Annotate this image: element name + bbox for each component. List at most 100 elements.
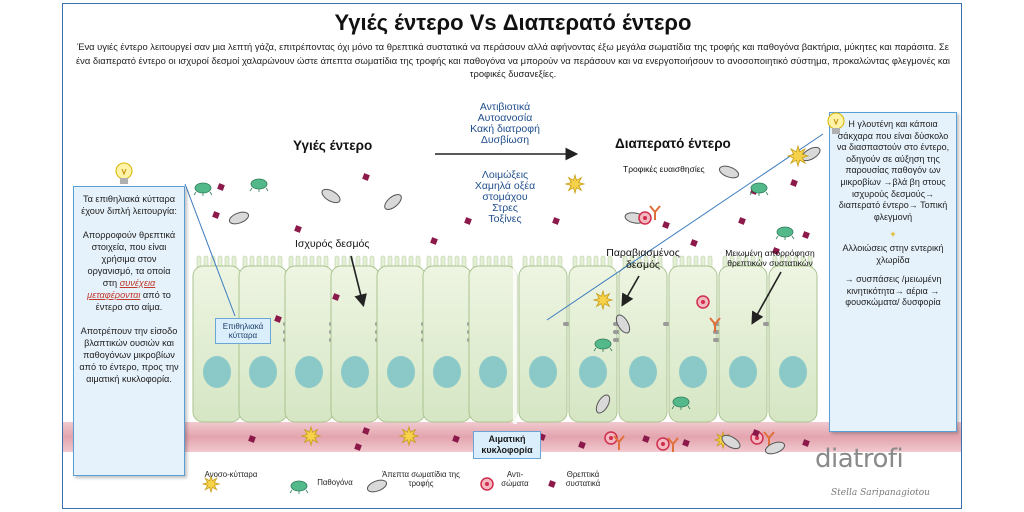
author-signature: Stella Saripanagiotou (831, 488, 930, 498)
undigested-food-particle (718, 165, 740, 179)
pathogen (194, 182, 212, 194)
immune-cell (201, 474, 221, 494)
undigested-food-particle (721, 434, 741, 450)
legend-undigested-label: Άπεπτα σωματίδια της τροφής (382, 470, 460, 488)
pathogen (750, 182, 768, 194)
absorption-pointer (751, 271, 782, 325)
immune-cell (398, 425, 420, 447)
legend-nutrients-label: Θρεπτικά συστατικά (565, 470, 601, 488)
undigested-food-particle (764, 441, 786, 455)
lightbulb-icon (115, 162, 133, 184)
intro-text: Ένα υγιές έντερο λειτουργεί σαν μια λεπτ… (76, 41, 950, 79)
epithelial-cell (518, 255, 575, 423)
epithelial-cells-tag: Επιθηλιακά κύτταρα (215, 318, 271, 344)
plus-sign: + (890, 229, 896, 240)
healthy-gut-label: Υγιές έντερο (293, 138, 373, 153)
undigested-food-particle (366, 479, 388, 493)
cell-nucleus (203, 356, 231, 388)
nutrient-particle (362, 173, 370, 181)
antibody (763, 431, 775, 446)
pathogen (776, 226, 794, 238)
left-info-panel: Τα επιθηλιακά κύτταρα έχουν διπλή λειτου… (73, 186, 185, 476)
cell-nucleus (479, 356, 507, 388)
blood-circulation-label: Αιματική κυκλοφορία (473, 431, 541, 459)
causes-bottom: Λοιμώξεις Χαμηλά οξέα στομάχου Στρες Τοξ… (465, 170, 545, 225)
causes-top: Αντιβιοτικά Αυτοανοσία Κακή διατροφή Δυσ… (465, 102, 545, 146)
undigested-food-particle (384, 194, 402, 210)
nutrient-particle (452, 435, 460, 443)
immune-cell (564, 173, 586, 195)
epithelial-cell (330, 255, 387, 423)
undigested-food-particle (321, 188, 341, 204)
page-title: Υγιές έντερο Vs Διαπερατό έντερο (334, 10, 692, 35)
antibody (667, 437, 679, 452)
pathogen (250, 178, 268, 190)
cell-nucleus (579, 356, 607, 388)
healthy-epithelium (192, 255, 518, 423)
nutrient-particle (802, 439, 810, 447)
pathogen (290, 480, 308, 492)
nutrient-particle (552, 217, 560, 225)
cause-item: Αντιβιοτικά (479, 101, 531, 113)
damaged-bond-label: Παραβιασμένος δεσμός (606, 247, 680, 271)
immune-cell (300, 425, 322, 447)
brand-logo: diatrofi (815, 444, 904, 474)
antibody (709, 317, 721, 332)
cell-nucleus (629, 356, 657, 388)
left-callout-line (184, 183, 236, 317)
nutrient-particle (274, 315, 282, 323)
damaged-bond-pointer (621, 275, 640, 307)
right-panel-cause: Η γλουτένη και κάποια σάκχαρα που είναι … (836, 119, 950, 222)
cell-nucleus (729, 356, 757, 388)
leaky-epithelium (518, 255, 818, 423)
nutrient-particle (642, 435, 650, 443)
right-panel-flora: Αλλοιώσεις στην εντερική χλωρίδα (842, 242, 944, 265)
right-callout-line (546, 133, 824, 321)
undigested-food-particle (615, 314, 631, 334)
legend-immune-label: Ανοσο-κύτταρα (204, 470, 258, 479)
strong-bond-pointer (350, 255, 367, 308)
reduced-absorption-label: Μειωμένη απορρόφηση θρεπτικών συστατικών (725, 248, 815, 268)
epithelial-cell (568, 255, 625, 423)
left-panel-absorb: Απορροφούν θρεπτικά στοιχεία, που είναι … (82, 230, 176, 312)
undigested-food-particle (595, 394, 611, 414)
food-sensitivities-label: Τροφικές ευαισθησίες (623, 164, 705, 174)
cause-item: Χαμηλά οξέα (474, 180, 536, 192)
pathogen (672, 396, 690, 408)
cause-item: Δυσβίωση (480, 134, 530, 146)
nutrient-particle (682, 439, 690, 447)
cell-nucleus (341, 356, 369, 388)
pathogen (594, 338, 612, 350)
strong-bond-label: Ισχυρός δεσμός (295, 238, 370, 250)
infographic-frame: Υγιές έντερο Vs Διαπερατό έντερο Ένα υγι… (62, 3, 962, 509)
nutrient-particle (752, 429, 760, 437)
nutrient-particle (217, 183, 225, 191)
lightbulb-icon (827, 112, 845, 134)
epithelial-cell (192, 255, 249, 423)
cause-item: στομάχου (482, 191, 528, 203)
cause-item: Αυτοανοσία (477, 112, 533, 124)
particles (122, 144, 821, 494)
nutrient-particle (464, 217, 472, 225)
nutrient-particle (354, 443, 362, 451)
antibody (613, 435, 625, 450)
nutrient-particle (248, 435, 256, 443)
nutrient-particle (332, 293, 340, 301)
legend-pathogens-label: Παθογόνα (317, 478, 353, 487)
immune-cell (592, 289, 614, 311)
epithelial-cell (718, 255, 775, 423)
cell-nucleus (433, 356, 461, 388)
right-panel-symptoms: → συσπάσεις /μειωμένη κινητικότητα→ αέρι… (844, 274, 942, 308)
cell-nucleus (529, 356, 557, 388)
epithelial-cell (468, 255, 518, 423)
nutrient-particle (690, 239, 698, 247)
cell-nucleus (295, 356, 323, 388)
left-panel-protect: Αποτρέπουν την είσοδο βλαπτικών ουσιών κ… (79, 326, 179, 384)
nutrient-particle (662, 221, 670, 229)
cell-nucleus (679, 356, 707, 388)
nutrient-particle (772, 247, 780, 255)
nutrient-particle (294, 225, 302, 233)
nutrient-particle (790, 179, 798, 187)
right-info-panel: Η γλουτένη και κάποια σάκχαρα που είναι … (829, 112, 957, 432)
immune-cell (786, 144, 810, 168)
